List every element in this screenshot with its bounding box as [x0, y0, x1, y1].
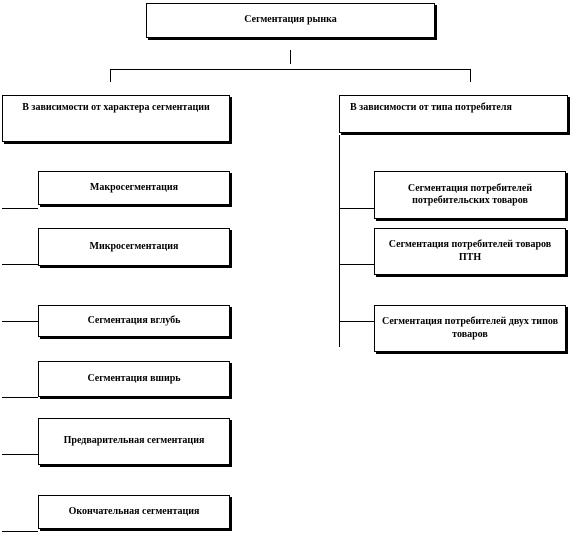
left-item-node: Сегментация вглубь	[38, 305, 230, 337]
right-item-label: Сегментация потребителей потребительских…	[407, 182, 533, 207]
left-item-label: Окончательная сегментация	[68, 505, 200, 517]
left-item-label: Макросегментация	[89, 181, 179, 193]
left-item-connector	[2, 531, 38, 532]
right-item-connector	[339, 321, 374, 322]
right-item-node: Сегментация потребителей товаров ПТН	[374, 228, 566, 275]
left-item-label: Сегментация вширь	[87, 372, 181, 384]
right-branch-label: В зависимости от типа потребителя	[350, 102, 512, 113]
right-branch-connector	[470, 69, 471, 82]
root-node: Сегментация рынка	[146, 3, 435, 38]
left-item-connector	[2, 397, 38, 398]
left-item-connector	[2, 264, 38, 265]
right-item-node: Сегментация потребителей потребительских…	[374, 171, 566, 219]
left-item-connector	[2, 454, 38, 455]
left-item-connector	[2, 208, 38, 209]
right-trunk	[339, 135, 340, 347]
left-item-node: Предварительная сегментация	[38, 418, 230, 465]
right-item-connector	[339, 208, 374, 209]
right-item-node: Сегментация потребителей двух типов това…	[374, 305, 566, 352]
right-branch-node: В зависимости от типа потребителя	[339, 95, 568, 133]
left-item-node: Сегментация вширь	[38, 361, 230, 397]
right-item-label: Сегментация потребителей товаров ПТН	[388, 239, 552, 263]
left-branch-node: В зависимости от характера сегментации	[2, 95, 230, 142]
left-item-connector	[2, 321, 38, 322]
root-connector	[290, 50, 291, 64]
left-branch-label: В зависимости от характера сегментации	[22, 102, 210, 113]
branch-bar	[110, 69, 471, 70]
left-branch-connector	[110, 69, 111, 82]
left-item-node: Окончательная сегментация	[38, 495, 230, 529]
left-item-label: Предварительная сегментация	[63, 435, 205, 447]
left-item-label: Сегментация вглубь	[87, 314, 181, 326]
left-item-node: Макросегментация	[38, 171, 230, 205]
right-item-label: Сегментация потребителей двух типов това…	[382, 316, 558, 340]
left-item-label: Микросегментация	[89, 240, 179, 252]
root-node-label: Сегментация рынка	[244, 14, 337, 26]
left-item-node: Микросегментация	[38, 228, 230, 266]
right-item-connector	[339, 264, 374, 265]
